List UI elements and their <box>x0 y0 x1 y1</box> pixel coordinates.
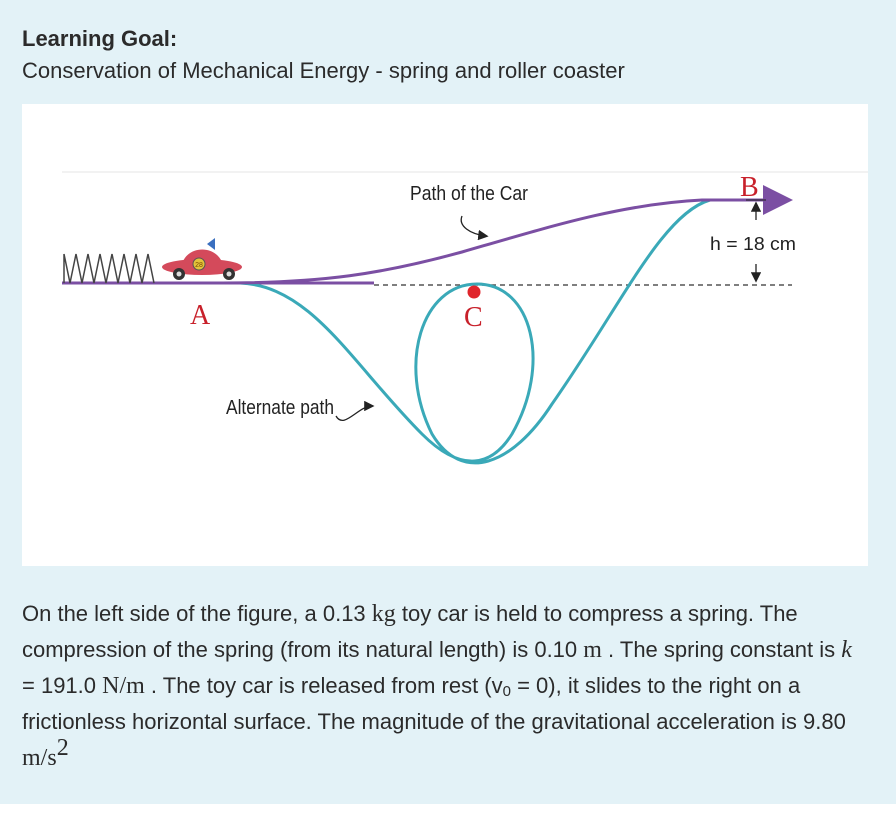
alternate-path-label: Alternate path <box>226 397 334 419</box>
alternate-path-curve <box>239 198 711 465</box>
unit-accel: m/s <box>22 745 57 771</box>
point-b-label: B <box>740 172 759 203</box>
v-subscript: 0 <box>502 683 511 700</box>
symbol-k: k <box>841 637 852 663</box>
toy-car-icon <box>162 238 242 280</box>
problem-paragraph: On the left side of the figure, a 0.13 k… <box>22 601 852 771</box>
roller-coaster-figure: 28 A B C Path of the Car Alternate path … <box>22 104 868 566</box>
spring-icon <box>63 253 155 284</box>
point-a-label: A <box>190 300 211 331</box>
unit-n-per-m: N/m <box>102 673 145 699</box>
height-label: h = 18 cm <box>710 234 796 254</box>
learning-goal-topic: Conservation of Mechanical Energy - spri… <box>22 58 625 83</box>
unit-kg: kg <box>371 601 396 627</box>
path-of-car-label: Path of the Car <box>410 183 528 205</box>
point-c-label: C <box>464 302 483 333</box>
path-label-pointer <box>460 215 489 241</box>
problem-statement: On the left side of the figure, a 0.13 k… <box>22 596 868 776</box>
accel-superscript: 2 <box>56 735 69 761</box>
unit-m: m <box>583 637 602 663</box>
car-number: 28 <box>195 262 203 269</box>
figure-svg: 28 A B C Path of the Car Alternate path … <box>62 171 868 465</box>
point-c-dot <box>467 285 481 299</box>
alternate-label-pointer <box>335 400 375 421</box>
main-path-curve <box>221 185 793 285</box>
learning-goal-heading: Learning Goal: <box>22 26 178 51</box>
